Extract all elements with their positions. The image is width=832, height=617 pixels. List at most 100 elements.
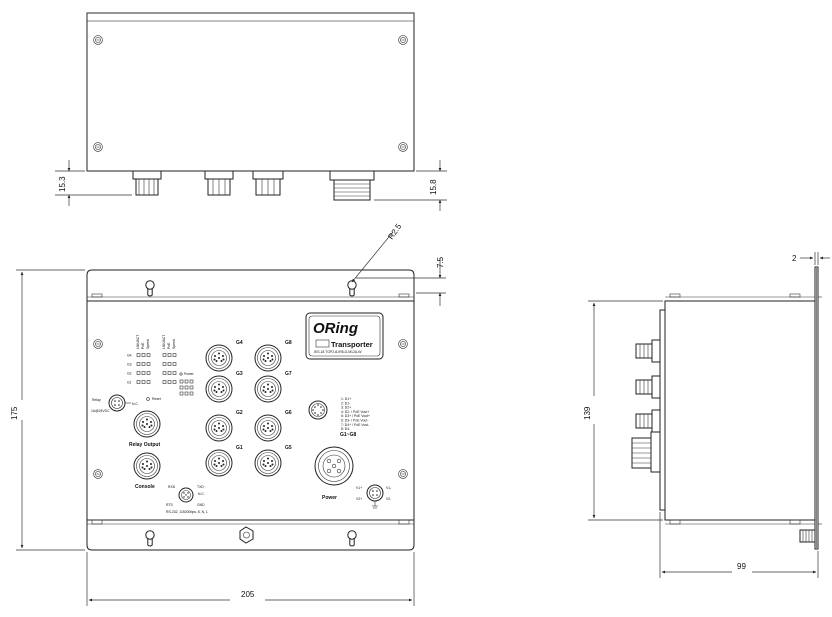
power-pin-2: V1- [386,486,391,490]
side-bottom-fitting [799,529,816,543]
gigabit-port: G6 [254,410,292,442]
led-col-1-a: LNK/ACT [136,335,140,349]
power-port: Power [314,446,354,501]
brand-logo-text: ORing [313,320,358,337]
led-indicator [136,371,141,375]
gigabit-port: G3 [205,371,243,403]
console-pin-5: GND [197,503,205,507]
poe-pin-label: 3: D2+ [341,406,351,410]
led-indicator [141,353,146,357]
led-indicator [141,362,146,366]
product-name: Transporter [331,340,373,349]
side-connector-3 [635,409,661,433]
side-connector-2 [635,375,661,399]
gigabit-port-label: G8 [285,340,292,346]
led-indicator [162,371,167,375]
side-connector-power [631,431,661,473]
led-panel: LNK/ACT PoE Speed LNK/ACT PoE Speed G4G3… [127,335,194,401]
model-number: IES-18 TGP2-8-IR8-D-M12A-W [314,350,362,354]
gigabit-port: G8 [254,340,292,372]
led-indicator [146,380,151,384]
gigabit-port: G2 [205,410,243,442]
led-row-label: G3 [127,363,132,367]
relay-small-connector: Relay 1A@24VDC N.C. [91,394,139,413]
console-pin-4: RTS [166,503,173,507]
console-spec: RS-232, 115200bps, 8, N, 1 [166,510,208,514]
led-indicator [146,362,151,366]
poe-header: G1~G8 [340,432,356,438]
side-connector-1 [635,339,661,363]
dim-width: 205 [241,590,255,599]
led-row-label: G1 [127,381,132,385]
gigabit-port: G1 [205,445,243,477]
led-indicator [172,380,177,384]
led-indicator [136,380,141,384]
gigabit-port-label: G4 [236,340,243,346]
console-label: Console [135,484,155,490]
led-indicator [146,371,151,375]
console-pin-3: N.C. [198,492,205,496]
gigabit-port-label: G7 [285,371,292,377]
poe-pin-label: 7: D4+ / PoE Vout- [341,423,369,427]
poe-pin-label: 1: D1+ [341,397,351,401]
dim-height: 175 [10,406,19,420]
led-indicator [146,353,151,357]
power-pin-4: V2- [386,497,391,501]
console-port: Console [133,452,161,490]
led-col-1-b: LNK/ACT [162,335,166,349]
gigabit-port-label: G6 [285,410,292,416]
led-indicator [162,380,167,384]
relay-rating: 1A@24VDC [91,409,110,413]
top-view: 15.3 15.8 [55,12,447,211]
relay-output-label: Relay Output [129,442,160,448]
gigabit-port-label: G1 [236,445,243,451]
reset-label: Reset [152,397,161,401]
console-pin-2: TXD [197,485,204,489]
gigabit-port-label: G3 [236,371,243,377]
led-indicator [167,380,172,384]
gigabit-port: G4 [205,340,243,372]
front-view: R2.5 7.5 175 205 ORing Transporter IES-1… [10,222,446,606]
power-label: Power [322,495,337,501]
power-pinout: V1+ V1- V2+ V2- [356,484,391,509]
gigabit-port-label: G5 [285,445,292,451]
led-indicator [167,353,172,357]
dim-side-depth: 99 [737,562,746,571]
console-pinout: RXD TXD N.C. RTS GND RS-232, 115200bps, … [166,485,208,514]
poe-pin-label: 5: D3+ / PoE Vout+ [341,414,370,418]
gigabit-port: G5 [254,445,292,477]
led-col-3-b: Speed [172,339,176,349]
led-indicator [172,371,177,375]
led-indicator [167,362,172,366]
bottom-fitting [239,526,254,544]
dim-side-thickness: 2 [792,254,797,263]
poe-pinout: 1: D1+2: D1-3: D2+4: D2- / PoE Vout+5: D… [308,397,370,438]
side-view: 2 139 99 [583,252,830,578]
led-indicator [141,380,146,384]
poe-pin-label: 4: D2- / PoE Vout+ [341,410,369,414]
power-pin-1: V1+ [356,486,362,490]
dim-top-right-height: 15.8 [429,179,438,195]
console-pin-1: RXD [168,485,176,489]
power-led-label: Power [184,372,194,376]
relay-output-port: Relay Output [129,410,161,448]
dim-top-left-height: 15.3 [58,176,67,192]
relay-nc-label: N.C. [132,402,139,406]
gigabit-port: G7 [254,371,292,403]
top-connector-1 [132,170,162,196]
top-connector-2 [204,170,234,196]
led-indicator [162,362,167,366]
led-indicator [167,371,172,375]
dim-side-height: 139 [583,406,592,420]
relay-small-label: Relay [92,398,101,402]
power-pin-3: V2+ [356,497,362,501]
led-indicator [172,353,177,357]
led-indicator [136,353,141,357]
led-indicator [162,353,167,357]
led-indicator [172,362,177,366]
led-col-2-b: PoE [167,342,171,349]
top-connector-power [329,170,375,201]
dim-hole-offset: 7.5 [436,256,445,268]
